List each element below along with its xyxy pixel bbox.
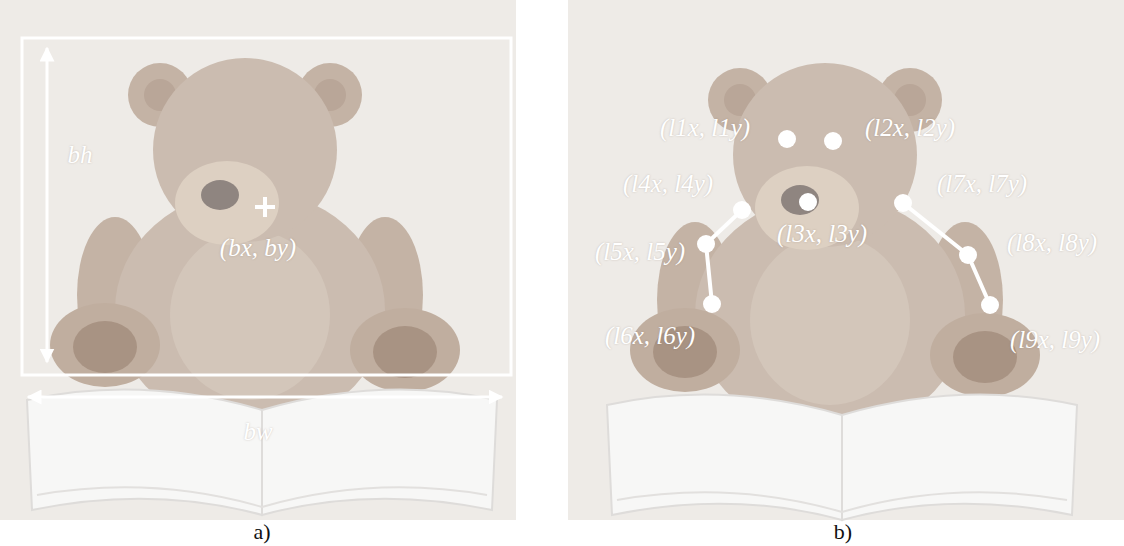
- panel-caption: b): [834, 520, 852, 544]
- landmark-label: (l7x, l7y): [937, 170, 1027, 198]
- landmark-label: (l1x, l1y): [660, 114, 750, 142]
- landmark-label: (l2x, l2y): [865, 114, 955, 142]
- panel-caption: a): [253, 520, 270, 544]
- landmark-label: (l6x, l6y): [605, 322, 695, 350]
- dimension-label: bh: [68, 141, 93, 169]
- landmark-label: (l8x, l8y): [1007, 229, 1097, 257]
- landmark-label: (l5x, l5y): [595, 238, 685, 266]
- landmark-label: (l9x, l9y): [1010, 326, 1100, 354]
- landmark-label: (l3x, l3y): [777, 220, 867, 248]
- landmark-label: (l4x, l4y): [623, 170, 713, 198]
- center-label: (bx, by): [220, 234, 296, 262]
- dimension-label: bw: [243, 418, 272, 446]
